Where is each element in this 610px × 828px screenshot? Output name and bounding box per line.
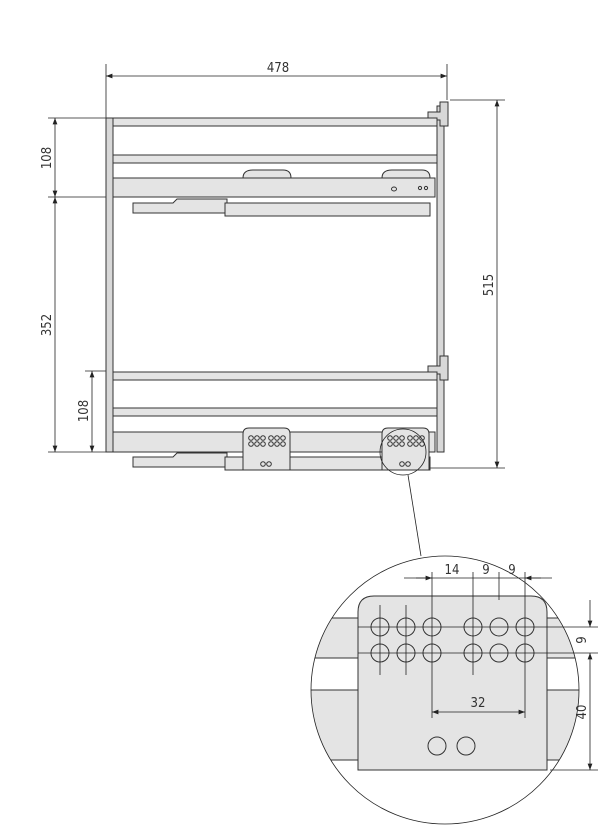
height-label: 515 [482,274,497,296]
width-label: 478 [267,61,289,76]
left-dimensions: 108 352 108 [40,117,110,453]
hole-span-label: 32 [471,696,486,711]
top-offset-label: 108 [40,147,55,169]
height-dimension: 515 [430,99,505,469]
detail-offset-label: 14 [445,563,460,578]
plate-height-label: 40 [575,705,590,720]
width-dimension: 478 [105,61,448,118]
detail-pitch-label-2: 9 [508,563,515,578]
basket-frame [105,101,449,471]
spacing-label: 352 [40,314,55,336]
row-spacing-label: 9 [575,636,590,643]
bottom-offset-label: 108 [77,400,92,422]
detail-pitch-label-1: 9 [482,563,489,578]
detail-view: 14 9 9 32 9 40 [310,555,598,825]
detail-marker [379,428,427,476]
